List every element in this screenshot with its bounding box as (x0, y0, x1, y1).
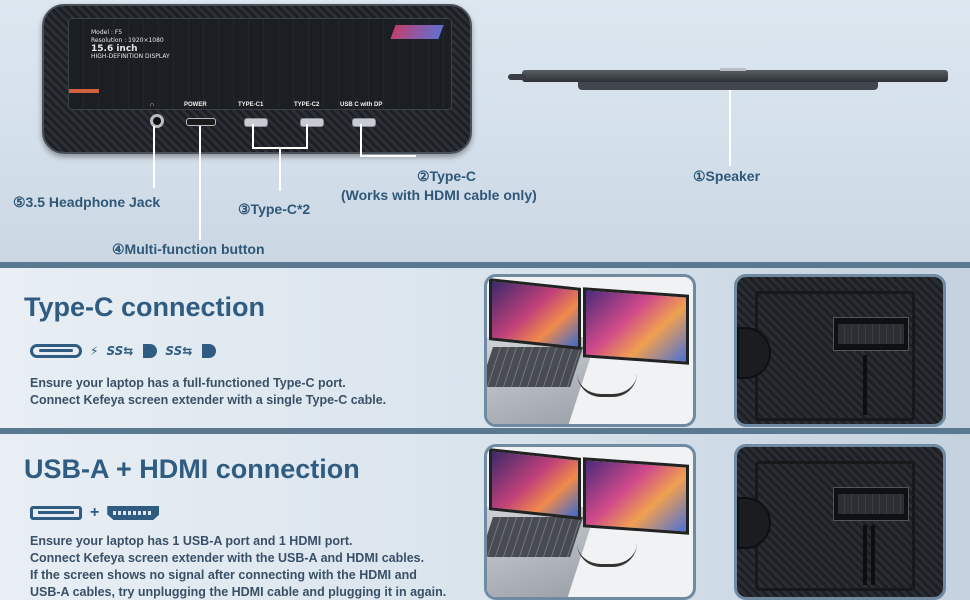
usba-hdmi-section-title: USB-A + HDMI connection (24, 454, 360, 484)
port-label-typec1: TYPE-C1 (238, 102, 264, 108)
screen-accent-graphic (390, 25, 444, 39)
speaker-grille (720, 68, 746, 71)
laptop-screen-2 (489, 448, 581, 520)
usba-hdmi-icon-row: + (30, 504, 160, 522)
usba-desc-line-4: USB-A cables, try unplugging the HDMI ca… (30, 585, 447, 599)
usba-plug-cable (863, 525, 867, 585)
displayport-icon (143, 344, 158, 358)
extender-back-case-2 (737, 447, 943, 597)
label-multi-function-button: ④Multi-function button (112, 241, 265, 257)
photo-back-typec (734, 274, 946, 427)
port-label-typec2: TYPE-C2 (294, 102, 320, 108)
typec-desc-line-1: Ensure your laptop has a full-functioned… (30, 376, 346, 390)
ports-overview-panel: Model : F5 Resolution : 1920×1080 15.6 i… (0, 0, 970, 262)
label-typec-title: ②Type-C (417, 168, 476, 184)
typec-section-title: Type-C connection (24, 292, 266, 322)
label-headphone-jack: ⑤3.5 Headphone Jack (13, 194, 161, 210)
ss-label-2: SS (165, 344, 183, 358)
usba-desc-line-1: Ensure your laptop has 1 USB-A port and … (30, 534, 353, 548)
screen-accent-line (69, 89, 99, 93)
typec2-port (300, 118, 324, 127)
extender-port-board (833, 317, 909, 351)
usb-a-port-icon (30, 506, 82, 520)
label-typec-x2: ③Type-C*2 (238, 201, 311, 217)
screen-spec-text: Model : F5 Resolution : 1920×1080 15.6 i… (91, 29, 170, 61)
photo-laptop-usba-hdmi (484, 444, 696, 600)
callout-line-typec-dp-h (360, 155, 416, 157)
typec-desc-line-2: Connect Kefeya screen extender with a si… (30, 393, 387, 407)
callout-line-typec-dp (360, 124, 362, 156)
port-label-power: POWER (184, 102, 207, 108)
label-speaker: ①Speaker (693, 168, 761, 184)
spec-size: 15.6 inch (91, 44, 138, 54)
spec-display: HIGH-DEFINITION DISPLAY (91, 53, 170, 60)
extender-screen-2 (583, 457, 689, 535)
usba-hdmi-connection-panel: USB-A + HDMI connection + Ensure your la… (0, 434, 970, 600)
typec-plug-cable (863, 355, 867, 415)
usb-c-port-icon (30, 344, 82, 358)
multi-function-button-port (186, 118, 216, 126)
extender-back-frame (755, 291, 915, 421)
plus-sign: + (90, 504, 100, 521)
usba-hdmi-cable (577, 543, 637, 567)
laptop-keyboard (487, 347, 583, 387)
hdmi-port-icon (107, 506, 160, 520)
photo-laptop-typec (484, 274, 696, 427)
usbc-dp-port (352, 118, 376, 127)
typec-cable (577, 373, 637, 397)
typec-icon-row: ⚡ SS⇆ SS⇆ (30, 344, 217, 358)
ss-label-1: SS (106, 344, 124, 358)
spec-model: Model : F5 (91, 29, 123, 36)
laptop-keyboard-2 (487, 517, 583, 557)
port-label-headphone: ∩ (150, 102, 155, 108)
usba-desc-line-3: If the screen shows no signal after conn… (30, 568, 417, 582)
usba-hdmi-description: Ensure your laptop has 1 USB-A port and … (30, 533, 446, 600)
typec1-port (244, 118, 268, 127)
superspeed-usb-icon: SS⇆ (106, 344, 134, 358)
port-label-usbc-dp: USB C with DP (340, 102, 383, 108)
photo-back-usba-hdmi (734, 444, 946, 600)
section-divider (0, 262, 970, 268)
headphone-jack-port (150, 114, 164, 128)
hdmi-plug-cable (871, 525, 875, 585)
typec-connection-panel: Type-C connection ⚡ SS⇆ SS⇆ Ensure your … (0, 268, 970, 428)
extender-back-frame-2 (755, 461, 915, 591)
extender-screen (583, 287, 689, 365)
spec-resolution: Resolution : 1920×1080 (91, 37, 164, 44)
typec-description: Ensure your laptop has a full-functioned… (30, 375, 386, 409)
usba-desc-line-2: Connect Kefeya screen extender with the … (30, 551, 425, 565)
callout-line-typec2 (306, 124, 308, 148)
callout-line-typec1 (252, 124, 254, 148)
callout-line-speaker (729, 68, 731, 166)
section-divider-2 (0, 428, 970, 434)
displayport-icon-2 (202, 344, 217, 358)
monitor-screen: Model : F5 Resolution : 1920×1080 15.6 i… (68, 18, 452, 110)
power-bolt-icon: ⚡ (90, 344, 99, 358)
callout-line-multifunction (199, 126, 201, 240)
extender-port-board-2 (833, 487, 909, 521)
monitor-front-view: Model : F5 Resolution : 1920×1080 15.6 i… (42, 4, 472, 154)
label-typec-note: (Works with HDMI cable only) (341, 187, 537, 203)
superspeed-usb-icon-2: SS⇆ (165, 344, 193, 358)
profile-body (522, 70, 948, 82)
callout-line-headphone (153, 126, 155, 188)
profile-end-cap (508, 74, 526, 80)
profile-stand (578, 82, 878, 90)
callout-line-typec-x2 (279, 147, 281, 191)
laptop-screen (489, 278, 581, 350)
monitor-side-profile (508, 66, 953, 90)
